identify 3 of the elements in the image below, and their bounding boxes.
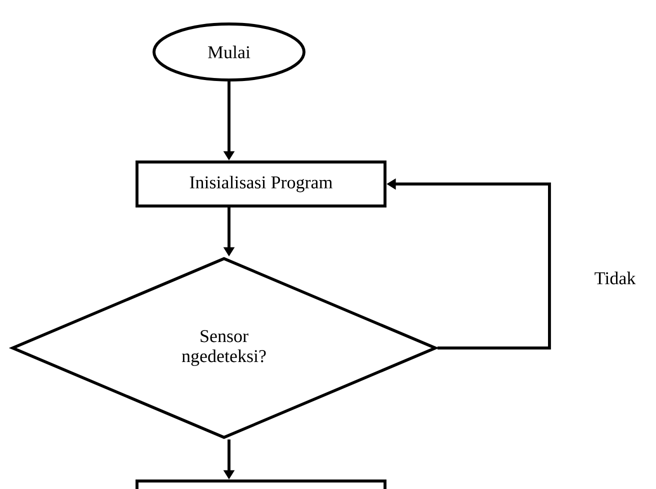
process-box: Inisialisasi Program xyxy=(136,160,386,208)
edge-label: Tidak xyxy=(594,272,636,284)
process-box xyxy=(136,480,386,489)
